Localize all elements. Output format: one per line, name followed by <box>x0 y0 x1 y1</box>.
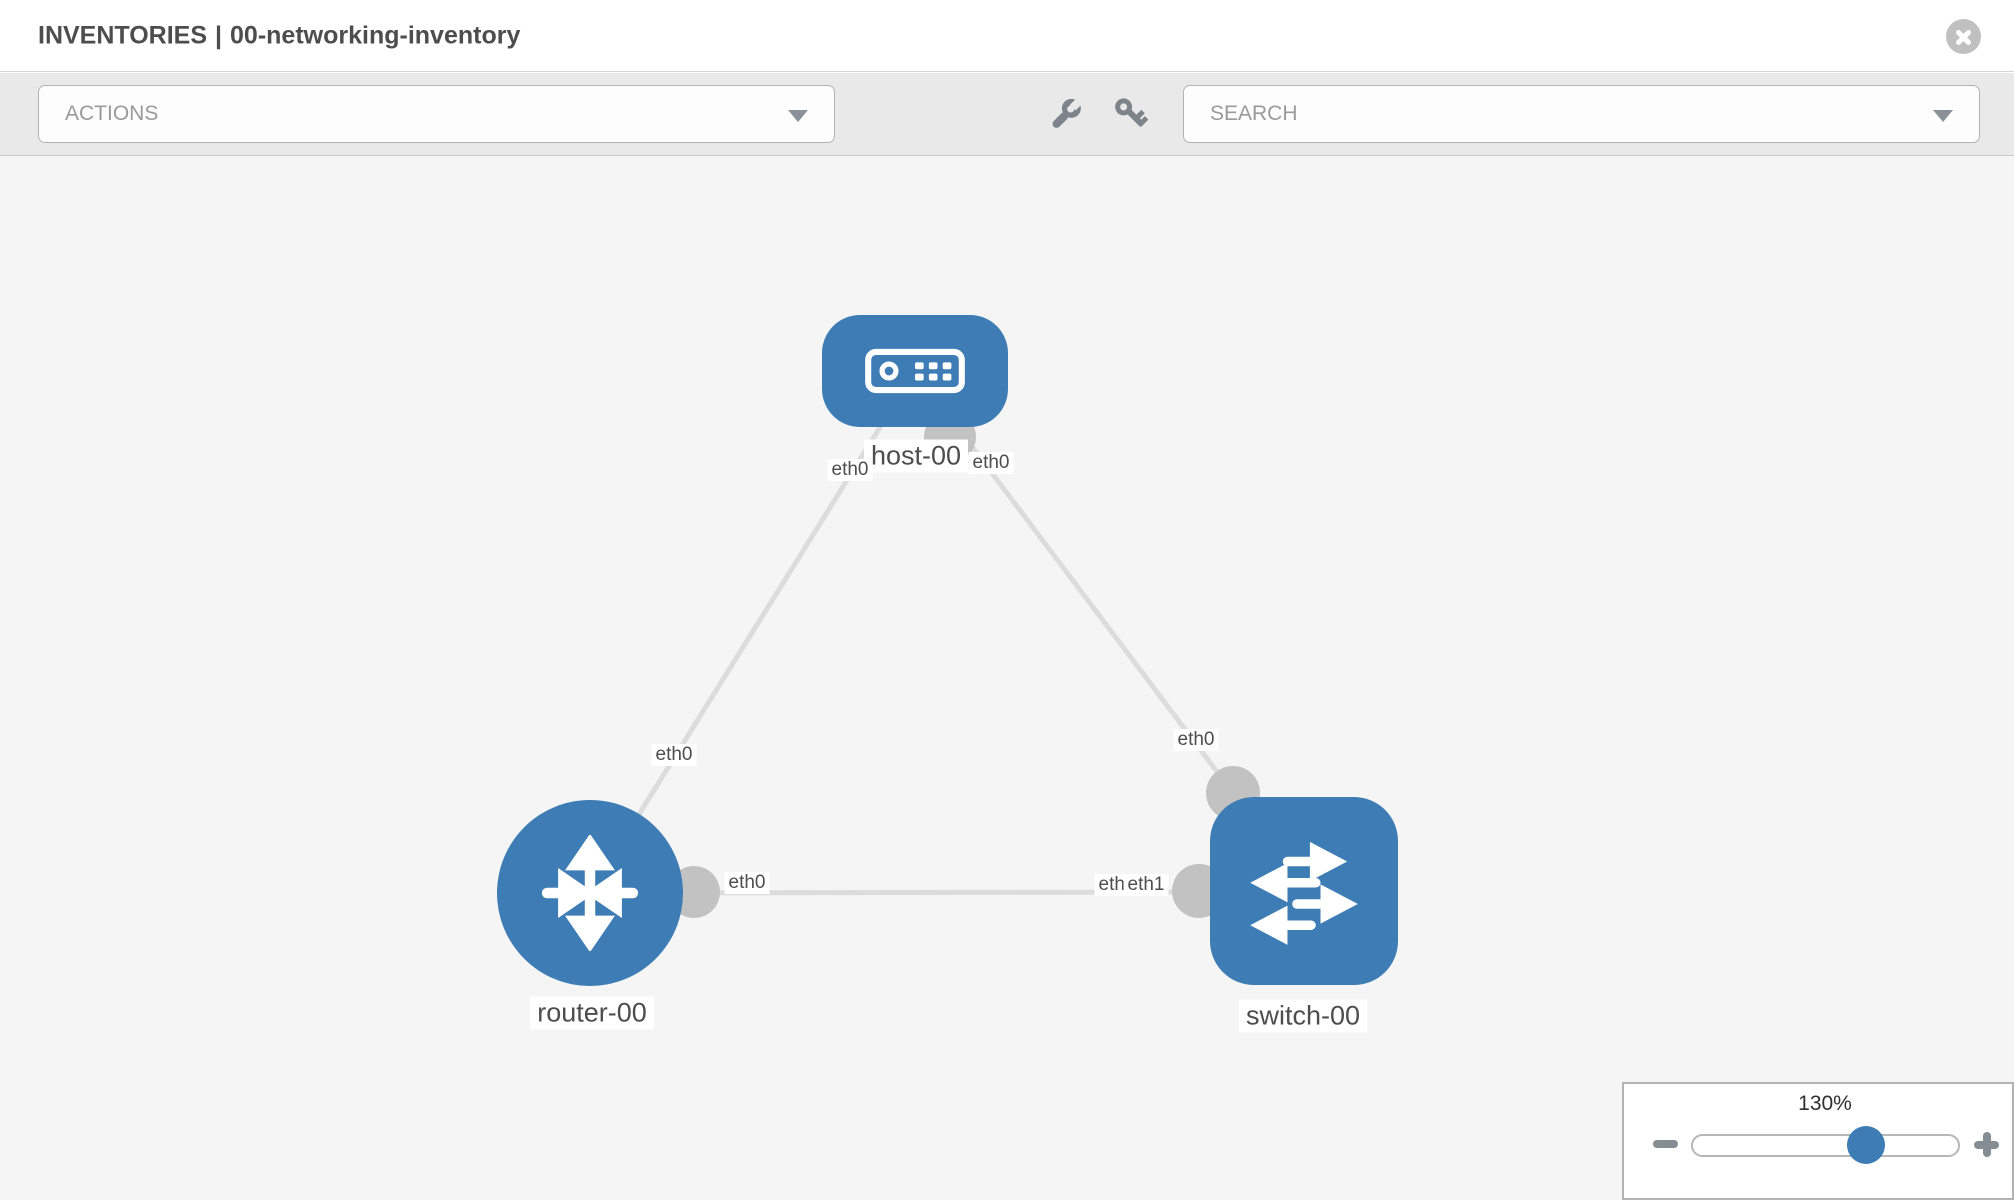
configure-button[interactable] <box>1045 94 1085 134</box>
interface-label-eth0: eth0 <box>827 459 873 481</box>
interface-label-eth0: eth0 <box>1173 729 1219 751</box>
plus-icon <box>1982 1132 1991 1157</box>
actions-dropdown[interactable]: ACTIONS <box>38 85 835 143</box>
zoom-in-button[interactable] <box>1974 1132 1999 1157</box>
topology-canvas[interactable]: host-00 router-00 switch-00 eth0 eth0 et… <box>0 156 2014 1200</box>
switch-icon <box>1250 841 1358 945</box>
zoom-slider-handle[interactable] <box>1847 1126 1885 1164</box>
interface-label-eth1: eth1 <box>1123 874 1169 896</box>
zoom-control-panel: 130% <box>1622 1082 2014 1200</box>
close-button[interactable] <box>1946 19 1981 54</box>
breadcrumb-section: INVENTORIES <box>38 21 208 49</box>
interface-label-eth0: eth0 <box>968 452 1014 474</box>
node-label-host: host-00 <box>863 439 969 473</box>
interface-label-eth0: eth0 <box>724 872 770 894</box>
key-icon <box>1105 89 1154 138</box>
host-icon <box>865 348 965 394</box>
wrench-icon <box>1040 89 1089 138</box>
actions-dropdown-value: ACTIONS <box>65 102 159 125</box>
zoom-slider-track[interactable] <box>1691 1134 1960 1157</box>
zoom-out-button[interactable] <box>1653 1140 1678 1148</box>
node-host-00[interactable] <box>822 315 1008 427</box>
chevron-down-icon <box>788 110 808 122</box>
toolbar: ACTIONS SEARCH <box>0 73 2014 156</box>
inventory-name: 00-networking-inventory <box>230 21 521 49</box>
router-icon <box>541 835 639 951</box>
chevron-down-icon <box>1933 110 1953 122</box>
zoom-level-value: 130% <box>1798 1092 1852 1115</box>
search-dropdown[interactable]: SEARCH <box>1183 85 1980 143</box>
credentials-button[interactable] <box>1110 94 1150 134</box>
node-switch-00[interactable] <box>1210 797 1398 985</box>
header-bar: INVENTORIES|00-networking-inventory <box>0 0 2014 72</box>
node-router-00[interactable] <box>497 800 683 986</box>
search-dropdown-value: SEARCH <box>1210 102 1298 125</box>
breadcrumb-separator: | <box>215 21 223 49</box>
node-label-switch: switch-00 <box>1238 999 1368 1033</box>
page-title: INVENTORIES|00-networking-inventory <box>38 21 520 50</box>
node-label-router: router-00 <box>530 996 654 1030</box>
topology-links-layer <box>587 369 1260 918</box>
link-host-router <box>587 369 918 895</box>
interface-label-eth0: eth0 <box>651 744 697 766</box>
